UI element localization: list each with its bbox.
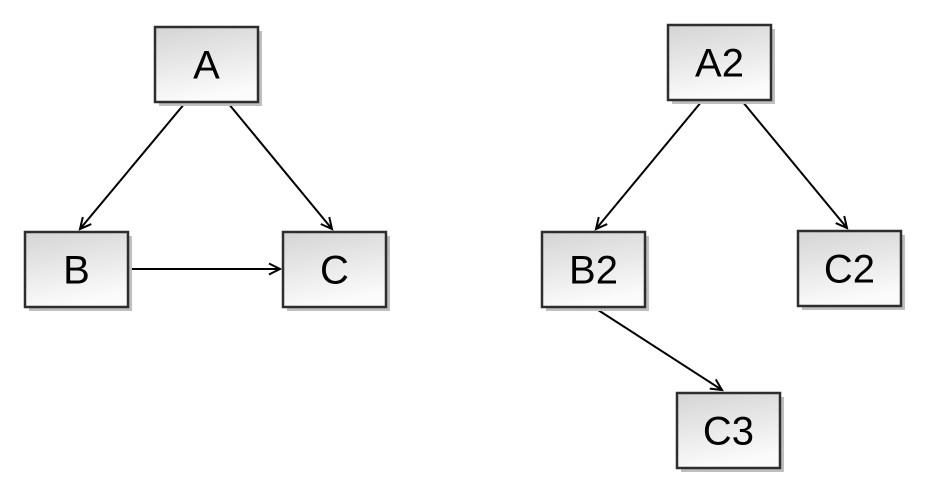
node-label: C2 (824, 248, 875, 292)
node-label: A (193, 44, 220, 88)
node-label: A2 (695, 42, 744, 86)
node-box[interactable] (675, 391, 782, 470)
node-C2[interactable]: C2 (796, 229, 905, 310)
node-B[interactable]: B (23, 230, 132, 311)
left-graph: A B C (23, 25, 390, 311)
edge-A2-to-C2[interactable] (741, 100, 849, 230)
node-C[interactable]: C (281, 230, 390, 311)
node-label: C (320, 249, 349, 293)
node-label: C3 (703, 410, 754, 454)
node-box[interactable] (153, 25, 260, 104)
edge-B2-to-C3[interactable] (594, 307, 724, 392)
node-box[interactable] (23, 230, 130, 309)
node-label: B2 (569, 249, 618, 293)
node-B2[interactable]: B2 (540, 230, 649, 311)
node-box[interactable] (796, 229, 903, 308)
node-label: B (63, 249, 90, 293)
edge-A-to-C[interactable] (227, 102, 334, 231)
node-box[interactable] (666, 23, 773, 102)
node-A2[interactable]: A2 (666, 23, 775, 104)
node-A[interactable]: A (153, 25, 262, 106)
edge-A2-to-B2[interactable] (594, 100, 703, 231)
node-box[interactable] (281, 230, 388, 309)
node-box[interactable] (540, 230, 647, 309)
edge-A-to-B[interactable] (78, 102, 186, 231)
node-C3[interactable]: C3 (675, 391, 784, 472)
